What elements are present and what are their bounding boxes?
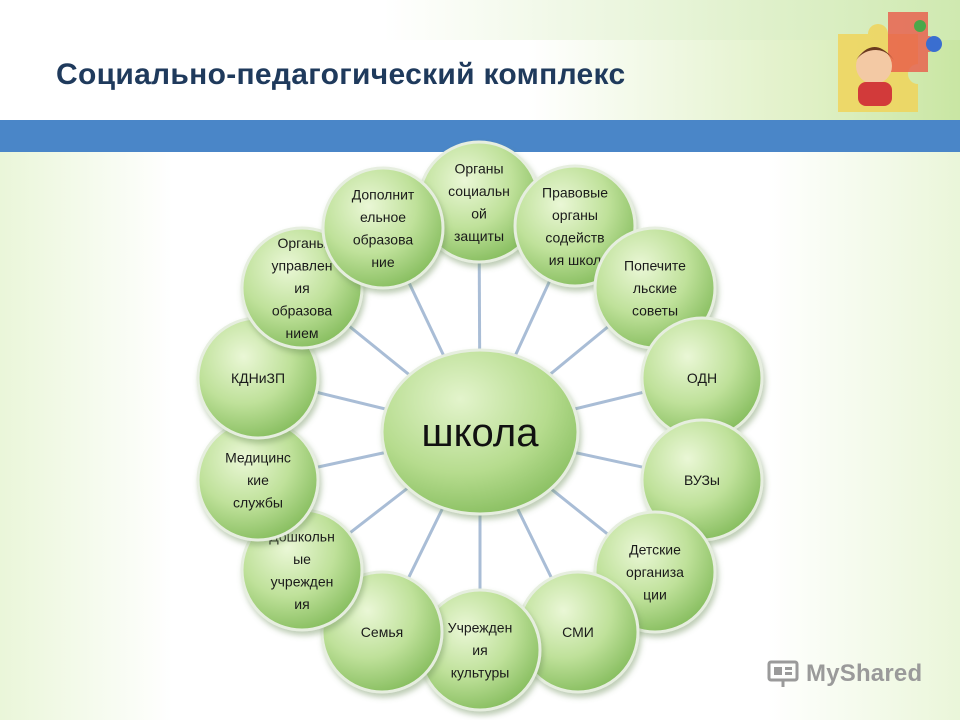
node-label-line: содейств [545, 229, 604, 245]
presentation-board-icon [767, 660, 799, 687]
diagram-node: КДНиЗП [196, 316, 320, 440]
node-label-line: Органы [454, 160, 503, 176]
node-label-line: организа [626, 564, 684, 580]
node-label: Семья [361, 624, 403, 640]
node-label-line: органы [552, 207, 598, 223]
node-label-line: Детские [629, 542, 681, 558]
header-top-strip [0, 0, 960, 40]
slide-title: Социально-педагогический комплекс [56, 58, 626, 91]
node-label-line: Учрежден [448, 620, 513, 636]
node-label-line: ия [294, 280, 309, 296]
node-label-line: советы [632, 303, 678, 319]
diagram-node: ВУЗы [640, 418, 764, 542]
node-label-line: КДНиЗП [231, 370, 285, 386]
node-circle [321, 166, 445, 290]
node-label-line: льские [633, 280, 677, 296]
node-label-line: нием [286, 325, 319, 341]
node-label: Органы управлен ия образова нием [272, 235, 333, 341]
diagram-node: Дополнит ельное образова ние [321, 166, 445, 290]
node-label-line: социальн [448, 183, 510, 199]
node-label-line: ние [371, 254, 395, 270]
node-label-line: ые [293, 551, 311, 567]
node-label: Детские организа ции [626, 542, 684, 603]
diagram-node: ОДН [640, 316, 764, 440]
watermark-text: MyShared [806, 660, 923, 687]
node-label-line: ции [643, 587, 667, 603]
header-band [0, 40, 960, 120]
node-label-line: Попечите [624, 258, 686, 274]
node-label-line: ВУЗы [684, 472, 720, 488]
node-label: ВУЗы [684, 472, 720, 488]
node-label-line: ой [471, 205, 487, 221]
puzzle-illustration-icon [838, 12, 942, 112]
node-label-line: ОДН [687, 370, 717, 386]
node-label-line: кие [247, 472, 269, 488]
node-label: Органы социальн ой защиты [448, 160, 510, 244]
center-node-ellipse [380, 348, 580, 516]
node-label: СМИ [562, 624, 594, 640]
node-label-line: управлен [272, 258, 333, 274]
node-label-line: службы [233, 495, 283, 511]
node-label-line: ельное [360, 209, 406, 225]
center-node-label: школа [422, 411, 540, 455]
node-label: Правовые органы содейств ия школ [542, 184, 608, 268]
node-label-line: ия [294, 596, 309, 612]
node-label-line: защиты [454, 228, 504, 244]
node-label: Дополнит ельное образова ние [352, 186, 415, 270]
node-label-line: учрежден [271, 573, 334, 589]
node-label-line: Семья [361, 624, 403, 640]
node-label-line: ия [472, 642, 487, 658]
node-label: КДНиЗП [231, 370, 285, 386]
node-label: Медицинс кие службы [225, 450, 291, 511]
node-label-line: культуры [451, 665, 510, 681]
node-label: ОДН [687, 370, 717, 386]
node-label-line: образова [272, 303, 333, 319]
node-label: Учрежден ия культуры [448, 620, 513, 681]
node-label-line: Правовые [542, 184, 608, 200]
diagram-node: Попечите льские советы [593, 226, 717, 350]
diagram-node: Учрежден ия культуры [418, 588, 542, 712]
node-label-line: Дополнит [352, 186, 415, 202]
node-label-line: СМИ [562, 624, 594, 640]
node-label-line: образова [353, 231, 414, 247]
node-label-line: Органы [277, 235, 326, 251]
diagram-node: СМИ [516, 570, 640, 694]
node-label-line: ия школ [549, 252, 601, 268]
watermark: MyShared [766, 656, 936, 692]
node-label-line: Медицинс [225, 450, 291, 466]
node-label: Попечите льские советы [624, 258, 686, 319]
